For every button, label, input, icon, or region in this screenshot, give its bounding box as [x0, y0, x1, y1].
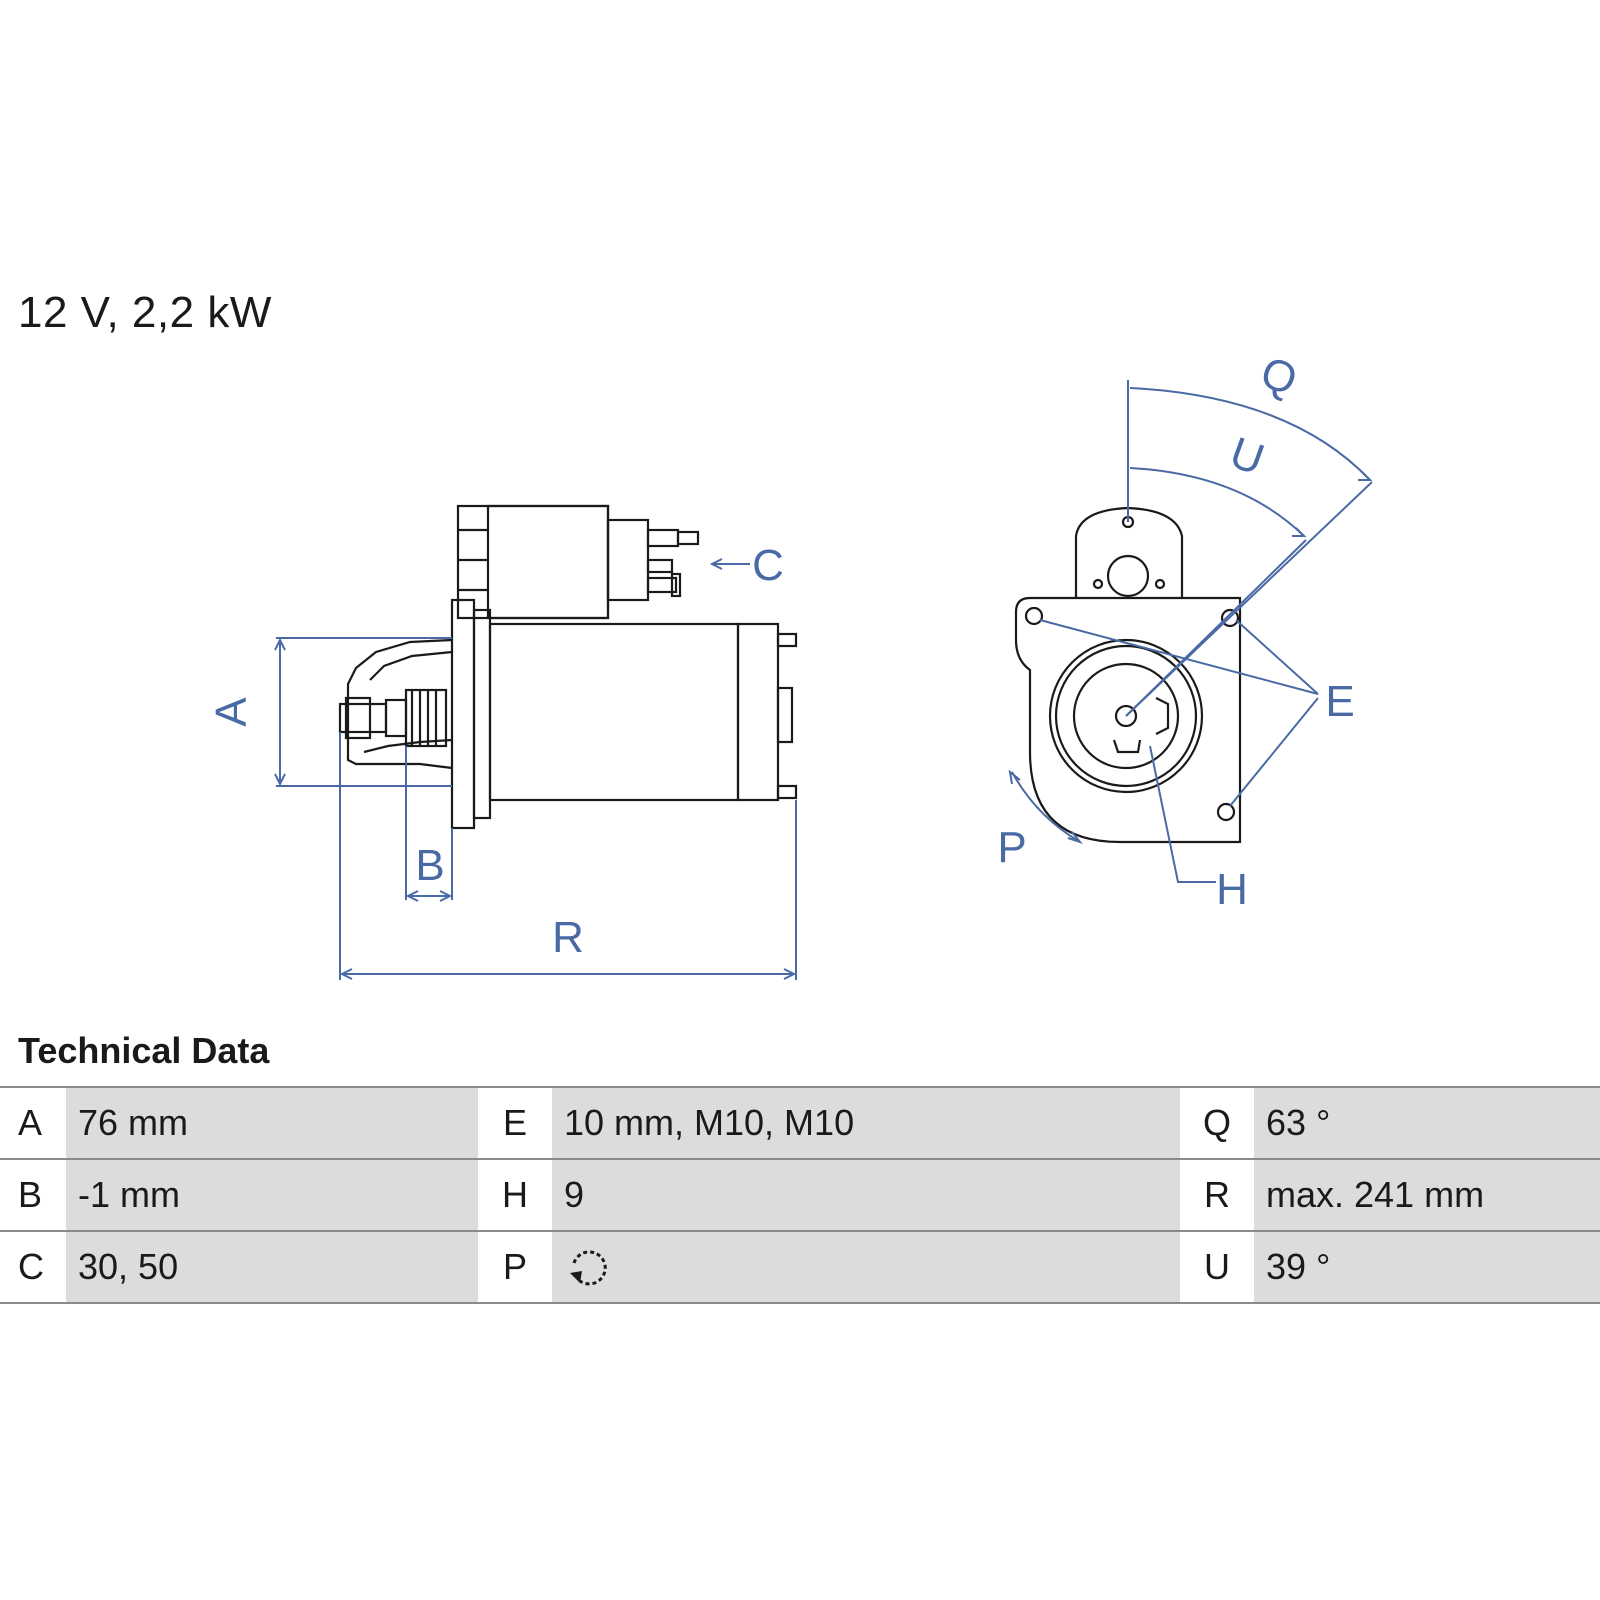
row-key: A	[0, 1087, 66, 1159]
table-row: C 30, 50 P U 39 °	[0, 1231, 1600, 1303]
voltage-power-rating: 12 V, 2,2 kW	[18, 288, 272, 337]
row-key: C	[0, 1231, 66, 1303]
side-view-dimensions	[274, 558, 797, 980]
end-view	[1014, 506, 1242, 844]
row-value-rotation	[552, 1231, 1180, 1303]
label-c: C	[752, 541, 784, 590]
row-value: 10 mm, M10, M10	[552, 1087, 1180, 1159]
row-value: 39 °	[1254, 1231, 1600, 1303]
end-view-dimensions	[1008, 380, 1373, 883]
table-row: B -1 mm H 9 R max. 241 mm	[0, 1159, 1600, 1231]
row-value: 63 °	[1254, 1087, 1600, 1159]
starter-motor-drawing: A B C R	[207, 347, 1373, 980]
row-value: -1 mm	[66, 1159, 478, 1231]
row-key: P	[478, 1231, 552, 1303]
row-value: 76 mm	[66, 1087, 478, 1159]
row-key: R	[1180, 1159, 1254, 1231]
label-b: B	[415, 841, 444, 890]
label-a: A	[207, 697, 256, 727]
row-value: max. 241 mm	[1254, 1159, 1600, 1231]
row-value: 30, 50	[66, 1231, 478, 1303]
label-r: R	[552, 913, 584, 962]
row-value: 9	[552, 1159, 1180, 1231]
side-view	[338, 504, 798, 830]
table-row: A 76 mm E 10 mm, M10, M10 Q 63 °	[0, 1087, 1600, 1159]
technical-data-table: A 76 mm E 10 mm, M10, M10 Q 63 ° B -1 mm…	[0, 1086, 1600, 1304]
row-key: U	[1180, 1231, 1254, 1303]
row-key: B	[0, 1159, 66, 1231]
label-u: U	[1224, 428, 1271, 485]
row-key: H	[478, 1159, 552, 1231]
row-key: Q	[1180, 1087, 1254, 1159]
counterclockwise-rotation-icon	[570, 1250, 607, 1286]
label-p: P	[997, 823, 1026, 872]
label-q: Q	[1254, 347, 1303, 405]
technical-data-title: Technical Data	[18, 1030, 270, 1071]
end-view-labels: Q U E P H	[997, 347, 1354, 914]
label-e: E	[1325, 677, 1354, 726]
row-key: E	[478, 1087, 552, 1159]
side-view-labels: A B C R	[207, 541, 784, 962]
label-h: H	[1216, 865, 1248, 914]
